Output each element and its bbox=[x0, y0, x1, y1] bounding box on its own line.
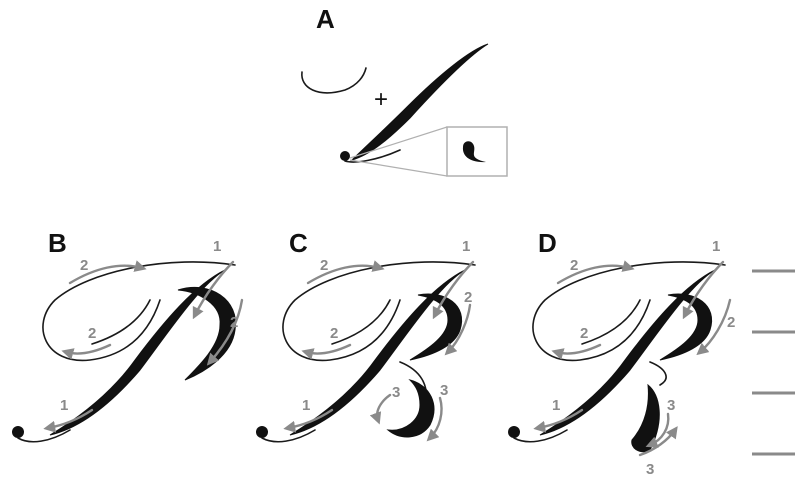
stroke-number: 1 bbox=[213, 238, 221, 255]
stroke-number: 3 bbox=[646, 461, 654, 478]
stroke-number: 2 bbox=[464, 289, 472, 306]
stroke-number: 2 bbox=[230, 314, 238, 331]
baseline-guides bbox=[752, 271, 795, 454]
stroke-number: 1 bbox=[462, 238, 470, 255]
stroke-number: 1 bbox=[552, 397, 560, 414]
stroke-number: 2 bbox=[330, 325, 338, 342]
stroke-number: 2 bbox=[88, 325, 96, 342]
stroke-number: 1 bbox=[60, 397, 68, 414]
panel-d-letter-r: 1 2 2 2 1 3 3 bbox=[508, 238, 735, 478]
stroke-number: 3 bbox=[392, 384, 400, 401]
entry-hairline bbox=[302, 68, 366, 93]
panel-c-letter-b: 1 2 2 2 1 3 3 bbox=[256, 238, 475, 442]
stroke-number: 3 bbox=[667, 397, 675, 414]
stroke-number: 2 bbox=[727, 314, 735, 331]
stroke-number: 2 bbox=[580, 325, 588, 342]
panel-b-letter-p: 1 2 2 2 1 bbox=[12, 238, 242, 442]
stroke-number: 2 bbox=[80, 257, 88, 274]
panel-a-figure: + bbox=[302, 44, 507, 176]
stroke-number: 1 bbox=[712, 238, 720, 255]
stroke-number: 3 bbox=[440, 382, 448, 399]
stroke-number: 2 bbox=[320, 257, 328, 274]
stroke-number: 2 bbox=[570, 257, 578, 274]
zoom-box bbox=[447, 127, 507, 176]
stroke-number: 1 bbox=[302, 397, 310, 414]
ball-terminal bbox=[340, 151, 350, 161]
plus-sign: + bbox=[374, 86, 388, 113]
